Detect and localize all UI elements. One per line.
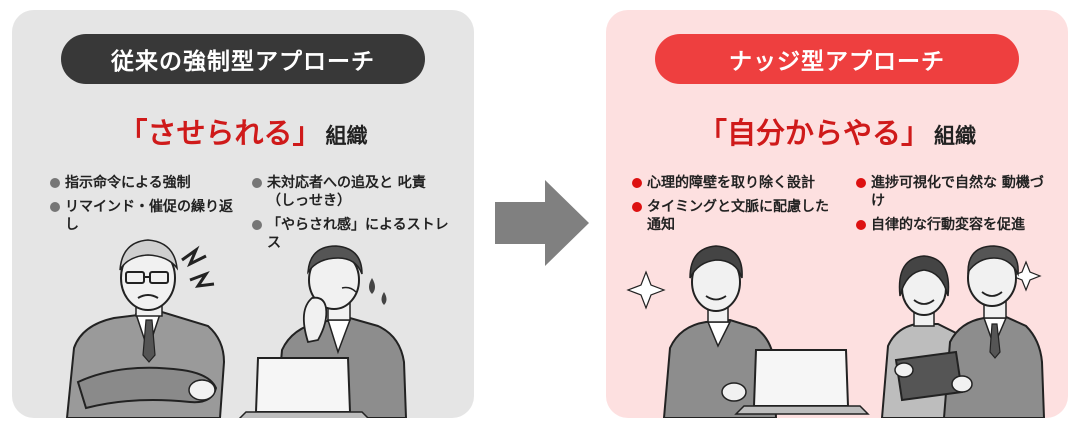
nudge-approach-panel: ナッジ型アプローチ 「自分からやる」組織 心理的障壁を取り除く設計 タイミングと… xyxy=(606,10,1068,418)
nudge-subtitle: 「自分からやる」組織 xyxy=(606,110,1068,152)
bullet-dot-icon xyxy=(252,178,262,188)
traditional-subtitle-suffix: 組織 xyxy=(325,124,368,148)
traditional-approach-panel: 従来の強制型アプローチ 「させられる」組織 指示命令による強制 リマインド・催促… xyxy=(12,10,474,418)
bullet-item: 心理的障壁を取り除く設計 xyxy=(632,174,842,192)
bullet-item: 指示命令による強制 xyxy=(50,174,240,192)
angry-boss-stressed-worker-illustration xyxy=(65,239,408,418)
traditional-subtitle-main: 「させられる」 xyxy=(118,116,322,150)
right-arrow-icon xyxy=(495,180,589,266)
nudge-approach-header: ナッジ型アプローチ xyxy=(655,34,1019,84)
bullet-item: リマインド・催促の繰り返し xyxy=(50,198,240,234)
bullet-dot-icon xyxy=(252,220,262,230)
traditional-bullets-col1: 指示命令による強制 リマインド・催促の繰り返し xyxy=(50,174,240,240)
traditional-approach-header: 従来の強制型アプローチ xyxy=(61,34,425,84)
bullet-item: 「やらされ感」によるストレス xyxy=(252,216,452,252)
bullet-dot-icon xyxy=(856,178,866,188)
nudge-subtitle-suffix: 組織 xyxy=(934,124,976,148)
happy-collaborating-team-illustration xyxy=(626,245,1046,418)
bullet-item: 未対応者への追及と 叱責（しっせき） xyxy=(252,174,452,210)
bullet-dot-icon xyxy=(50,202,60,212)
traditional-subtitle: 「させられる」組織 xyxy=(12,110,474,152)
bullet-item: 自律的な行動変容を促進 xyxy=(856,216,1056,234)
bullet-item: 進捗可視化で自然な 動機づけ xyxy=(856,174,1056,210)
traditional-bullets-col2: 未対応者への追及と 叱責（しっせき） 「やらされ感」によるストレス xyxy=(252,174,452,258)
nudge-subtitle-main: 「自分からやる」 xyxy=(697,116,930,150)
bullet-dot-icon xyxy=(856,220,866,230)
bullet-item: タイミングと文脈に配慮した 通知 xyxy=(632,198,842,234)
nudge-bullets-col1: 心理的障壁を取り除く設計 タイミングと文脈に配慮した 通知 xyxy=(632,174,842,240)
nudge-bullets-col2: 進捗可視化で自然な 動機づけ 自律的な行動変容を促進 xyxy=(856,174,1056,240)
bullet-dot-icon xyxy=(632,178,642,188)
bullet-dot-icon xyxy=(632,202,642,212)
bullet-dot-icon xyxy=(50,178,60,188)
